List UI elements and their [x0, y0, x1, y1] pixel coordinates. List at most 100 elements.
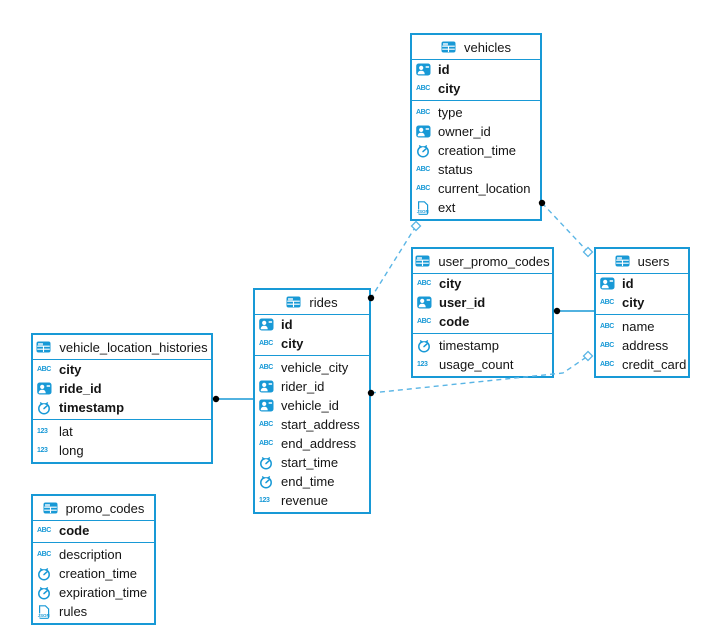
pk-separator: [413, 331, 552, 334]
column-row[interactable]: rider_id: [255, 377, 369, 396]
table-header[interactable]: vehicle_location_histories: [33, 335, 211, 360]
column-name: long: [59, 443, 84, 458]
column-name: vehicle_city: [281, 360, 349, 375]
id-icon: [259, 399, 277, 412]
column-row[interactable]: JSON ext: [412, 198, 540, 217]
column-name: code: [439, 314, 470, 329]
column-name: start_time: [281, 455, 339, 470]
column-row[interactable]: timestamp: [413, 336, 552, 355]
abc-icon: ABC: [417, 280, 431, 287]
svg-text:JSON: JSON: [417, 209, 429, 214]
column-name: ext: [438, 200, 456, 215]
column-row[interactable]: creation_time: [33, 564, 154, 583]
clock-icon: [259, 474, 277, 489]
column-row[interactable]: end_time: [255, 472, 369, 491]
column-name: status: [438, 162, 473, 177]
table-header[interactable]: rides: [255, 290, 369, 315]
primary-key-row[interactable]: id: [596, 274, 688, 293]
column-name: creation_time: [438, 143, 517, 158]
primary-key-row[interactable]: user_id: [413, 293, 552, 312]
relationship-vehicles-rides[interactable]: [370, 225, 417, 299]
column-row[interactable]: 123 revenue: [255, 491, 369, 510]
clock-icon: [416, 143, 434, 158]
column-name: name: [622, 319, 655, 334]
id-icon: [259, 380, 277, 393]
primary-key-row[interactable]: ride_id: [33, 379, 211, 398]
number-icon: 123: [37, 447, 48, 454]
primary-key-row[interactable]: id: [255, 315, 369, 334]
column-row[interactable]: 123 long: [33, 441, 211, 460]
table-icon: [286, 296, 304, 308]
clock-icon: [37, 400, 55, 415]
abc-icon: ABC: [37, 527, 51, 534]
column-name: timestamp: [439, 338, 499, 353]
primary-key-row[interactable]: id: [412, 60, 540, 79]
column-name: end_time: [281, 474, 335, 489]
cardinality-dot: [212, 395, 220, 403]
abc-icon: ABC: [600, 299, 614, 306]
json-icon: JSON: [37, 604, 55, 619]
table-header[interactable]: users: [596, 249, 688, 274]
column-name: start_address: [281, 417, 360, 432]
primary-key-row[interactable]: ABC code: [413, 312, 552, 331]
primary-key-row[interactable]: timestamp: [33, 398, 211, 417]
column-name: owner_id: [438, 124, 491, 139]
column-name: rider_id: [281, 379, 325, 394]
clock-icon: [417, 338, 435, 353]
column-name: vehicle_id: [281, 398, 339, 413]
column-row[interactable]: ABC start_address: [255, 415, 369, 434]
column-row[interactable]: vehicle_id: [255, 396, 369, 415]
id-icon: [416, 125, 434, 138]
abc-icon: ABC: [417, 318, 431, 325]
table-title: promo_codes: [65, 500, 145, 516]
column-name: id: [622, 276, 634, 291]
abc-icon: ABC: [259, 421, 273, 428]
column-row[interactable]: expiration_time: [33, 583, 154, 602]
column-row[interactable]: start_time: [255, 453, 369, 472]
number-icon: 123: [259, 497, 270, 504]
column-name: address: [622, 338, 669, 353]
pk-separator: [33, 540, 154, 543]
id-icon: [259, 318, 277, 331]
table-header[interactable]: promo_codes: [33, 496, 154, 521]
column-row[interactable]: creation_time: [412, 141, 540, 160]
table-title: rides: [309, 294, 338, 310]
column-name: type: [438, 105, 463, 120]
table-title: vehicle_location_histories: [59, 339, 208, 355]
relationship-vehicles-users[interactable]: [541, 202, 589, 253]
id-icon: [37, 382, 55, 395]
column-name: revenue: [281, 493, 328, 508]
pk-separator: [33, 417, 211, 420]
pk-separator: [596, 312, 688, 315]
abc-icon: ABC: [37, 551, 51, 558]
column-name: end_address: [281, 436, 357, 451]
table-header[interactable]: vehicles: [412, 35, 540, 60]
table-header[interactable]: user_promo_codes: [413, 249, 552, 274]
column-row[interactable]: owner_id: [412, 122, 540, 141]
